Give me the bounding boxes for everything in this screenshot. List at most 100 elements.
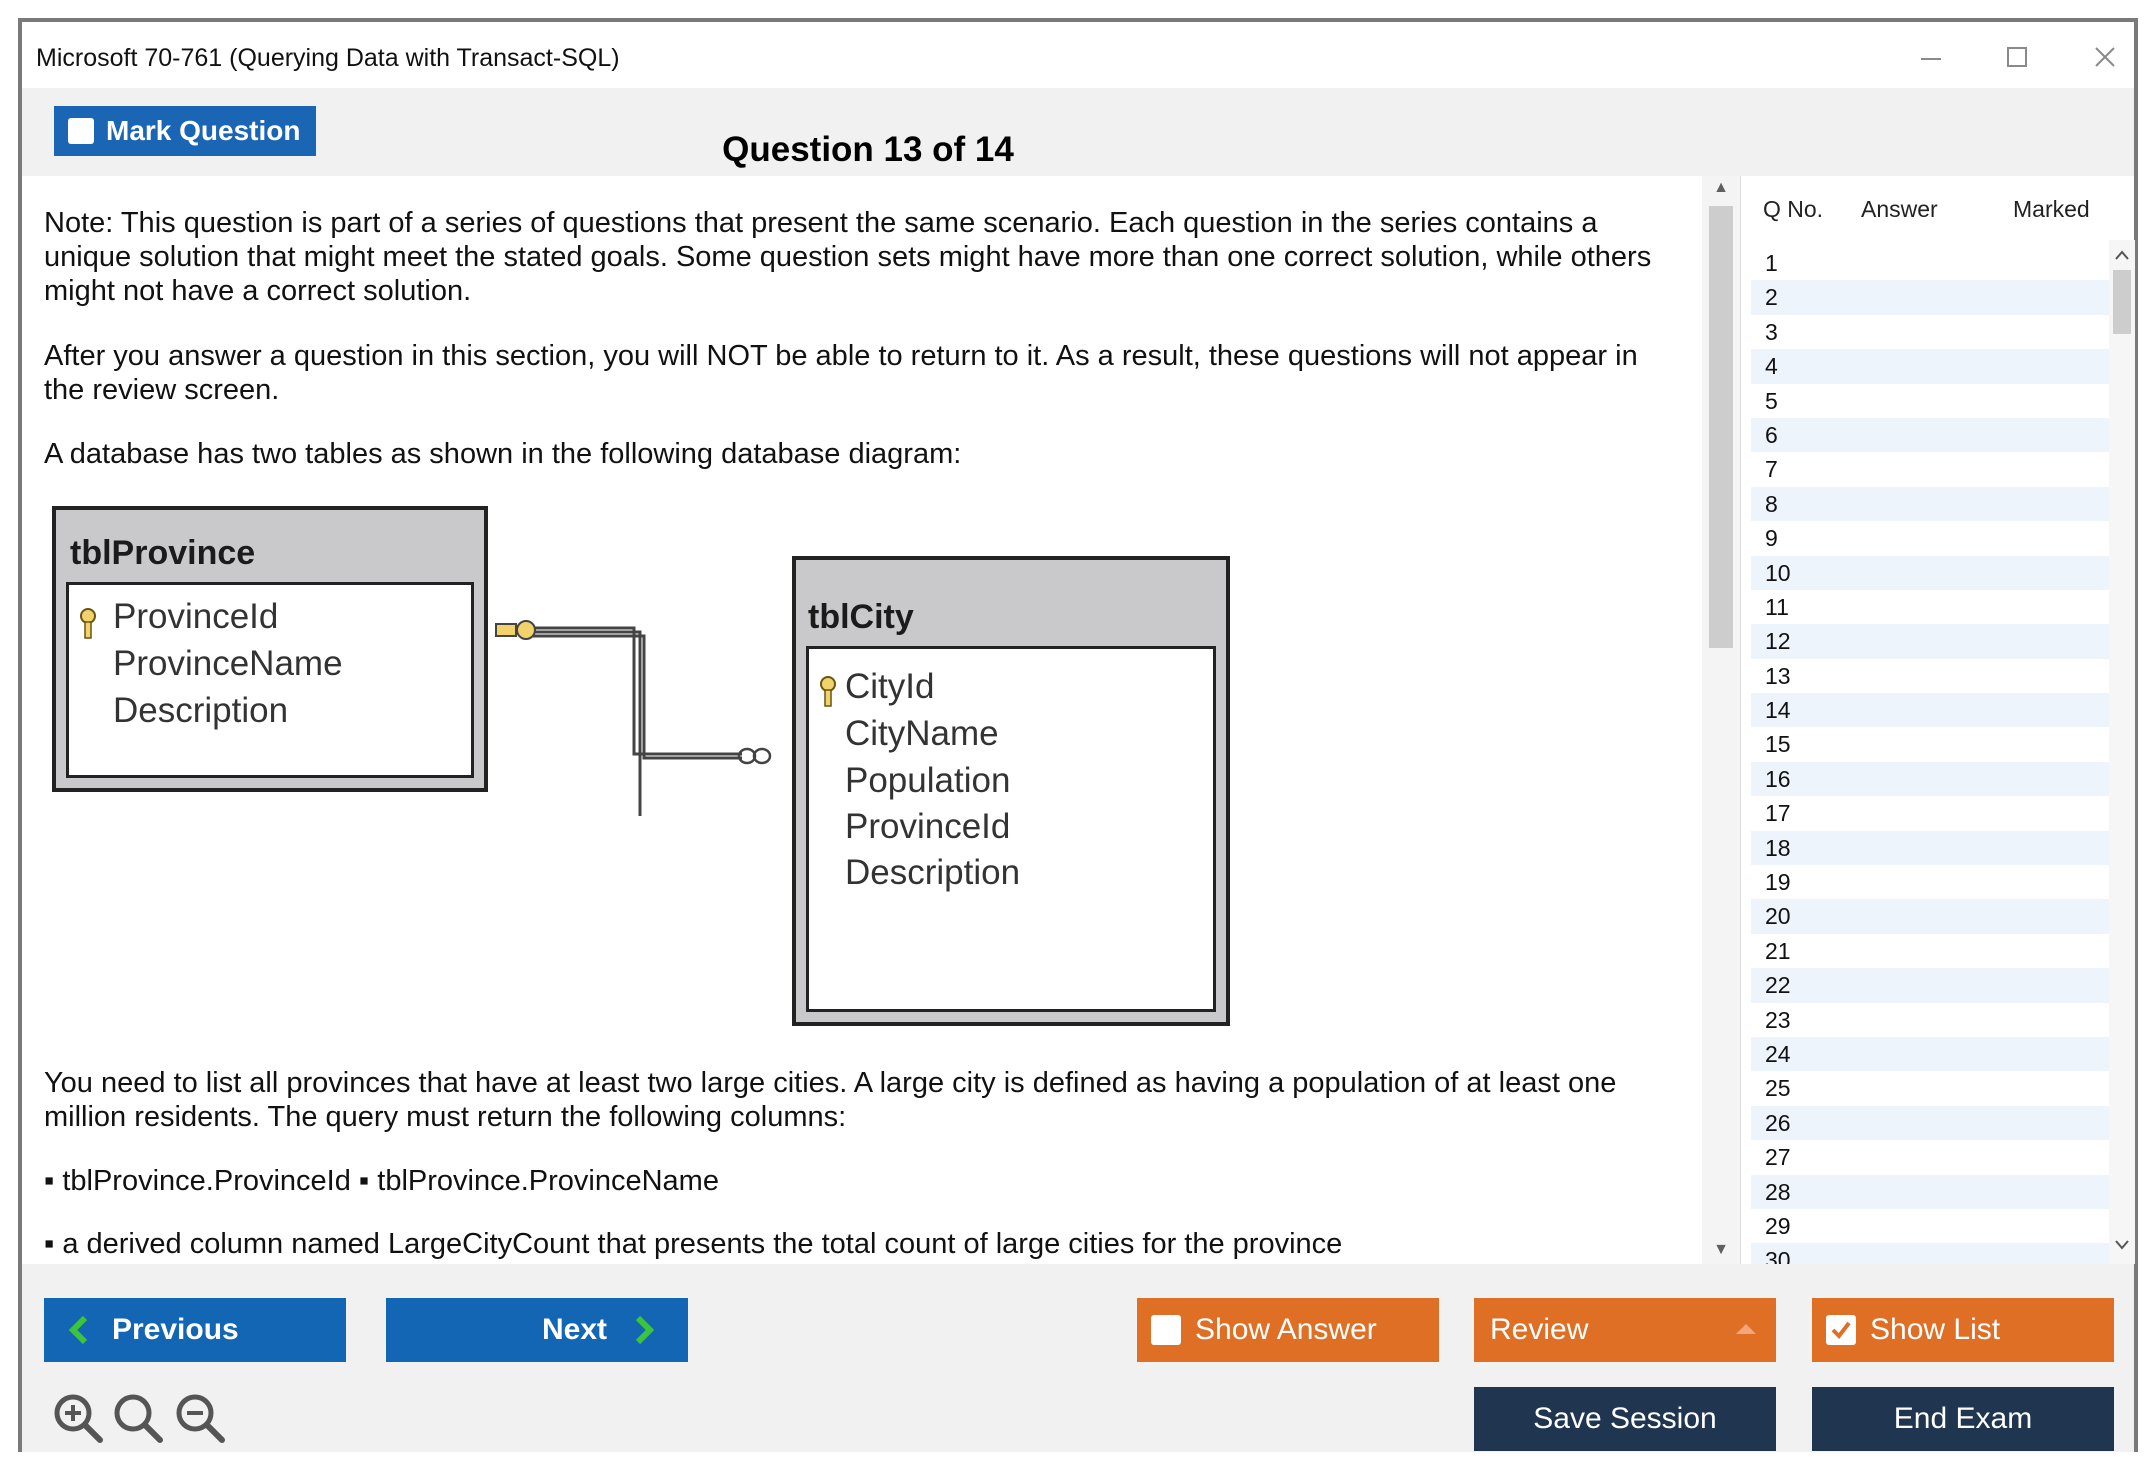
bullet-item: ▪ tblProvince.ProvinceId ▪ tblProvince.P… — [44, 1165, 719, 1197]
primary-key-icon — [80, 608, 96, 639]
question-list-row[interactable]: 17 — [1765, 800, 1791, 827]
end-exam-button[interactable]: End Exam — [1812, 1387, 2114, 1451]
chevron-right-icon — [635, 1315, 655, 1345]
exam-window: Microsoft 70-761 (Querying Data with Tra… — [18, 18, 2138, 1452]
maximize-icon[interactable] — [1992, 32, 2042, 82]
question-paragraph: After you answer a question in this sect… — [44, 340, 1638, 406]
question-list-row[interactable]: 19 — [1765, 869, 1791, 896]
field-name: ProvinceName — [113, 644, 343, 683]
end-exam-label: End Exam — [1893, 1402, 2033, 1435]
table-name: tblCity — [808, 598, 914, 636]
footer-toolbar: Previous Next Show Answer Review Show Li… — [22, 1264, 2134, 1452]
show-list-button[interactable]: Show List — [1812, 1298, 2114, 1362]
infinity-connector-icon — [737, 747, 772, 765]
table-name: tblProvince — [70, 534, 256, 572]
question-list-row[interactable]: 6 — [1751, 417, 2109, 453]
title-bar: Microsoft 70-761 (Querying Data with Tra… — [22, 22, 2134, 88]
column-header-marked: Marked — [2013, 196, 2090, 222]
question-list-row[interactable]: 5 — [1765, 387, 1778, 414]
question-list-row[interactable]: 26 — [1751, 1105, 2109, 1141]
database-diagram: tblProvince ProvinceId ProvinceName Desc… — [52, 506, 1292, 1026]
scroll-down-icon[interactable]: ▼ — [1713, 1241, 1729, 1258]
field-name: CityId — [845, 667, 935, 706]
question-list-row[interactable]: 22 — [1751, 968, 2109, 1003]
question-content: Note: This question is part of a series … — [22, 176, 1702, 1264]
review-button[interactable]: Review — [1474, 1298, 1776, 1362]
question-paragraph: Note: This question is part of a series … — [44, 207, 1652, 307]
checkbox-icon — [68, 118, 94, 144]
save-session-label: Save Session — [1533, 1402, 1717, 1435]
mark-question-button[interactable]: Mark Question — [54, 106, 316, 156]
list-scrollbar[interactable] — [2109, 240, 2135, 1264]
question-list-row[interactable]: 8 — [1751, 486, 2109, 522]
previous-label: Previous — [112, 1313, 239, 1346]
bullet-item: ▪ a derived column named LargeCityCount … — [44, 1228, 1343, 1260]
field-name: ProvinceId — [845, 807, 1011, 846]
save-session-button[interactable]: Save Session — [1474, 1387, 1776, 1451]
field-name: Description — [113, 691, 289, 730]
next-button[interactable]: Next — [386, 1298, 688, 1362]
table-fields: CityId CityName Population ProvinceId De… — [806, 646, 1216, 1012]
primary-key-icon — [820, 676, 836, 707]
table-tblcity: tblCity CityId CityName Population Provi… — [792, 556, 1230, 1026]
question-list-row[interactable]: 27 — [1765, 1144, 1791, 1171]
mark-question-label: Mark Question — [106, 115, 301, 146]
zoom-in-icon[interactable] — [50, 1390, 106, 1446]
question-list-row[interactable]: 28 — [1751, 1174, 2109, 1209]
question-list-row[interactable]: 2 — [1751, 280, 2109, 315]
field-name: CityName — [845, 714, 999, 753]
column-header-qno: Q No. — [1763, 196, 1824, 222]
window-title: Microsoft 70-761 (Querying Data with Tra… — [36, 44, 620, 72]
question-list-row[interactable]: 10 — [1751, 555, 2109, 590]
content-scrollbar[interactable]: ▲ ▼ — [1702, 176, 1740, 1264]
next-label: Next — [542, 1313, 608, 1346]
question-list-row[interactable]: 18 — [1751, 830, 2109, 866]
question-header: Mark Question Question 13 of 14 — [22, 88, 2134, 176]
field-name: Description — [845, 853, 1021, 892]
question-list-row[interactable]: 14 — [1751, 693, 2109, 728]
question-list-row[interactable]: 13 — [1765, 662, 1791, 689]
field-name: ProvinceId — [113, 597, 279, 636]
scrollbar-thumb[interactable] — [1709, 206, 1733, 648]
previous-button[interactable]: Previous — [44, 1298, 346, 1362]
question-list-row[interactable]: 4 — [1751, 349, 2109, 384]
question-list-row[interactable]: 1 — [1765, 250, 1778, 276]
scroll-up-icon[interactable]: ▲ — [1713, 179, 1729, 196]
question-list-row[interactable]: 21 — [1765, 937, 1791, 964]
show-list-label: Show List — [1870, 1313, 2001, 1346]
zoom-reset-icon[interactable] — [110, 1390, 166, 1446]
minimize-icon[interactable] — [1906, 32, 1956, 82]
show-answer-label: Show Answer — [1195, 1313, 1377, 1346]
chevron-up-icon[interactable] — [2115, 250, 2129, 260]
column-header-answer: Answer — [1861, 196, 1938, 222]
key-connector-icon — [495, 620, 536, 640]
question-list-row[interactable]: 7 — [1765, 456, 1778, 483]
question-list-row[interactable]: 15 — [1765, 731, 1791, 758]
question-list-row[interactable]: 24 — [1751, 1036, 2109, 1072]
question-paragraph: You need to list all provinces that have… — [44, 1067, 1617, 1133]
chevron-left-icon — [68, 1315, 88, 1345]
question-list-row[interactable]: 20 — [1751, 899, 2109, 934]
close-icon[interactable] — [2080, 32, 2130, 82]
question-list-row[interactable]: 12 — [1751, 624, 2109, 659]
zoom-out-icon[interactable] — [172, 1390, 228, 1446]
table-tblprovince: tblProvince ProvinceId ProvinceName Desc… — [52, 506, 488, 792]
question-list-row[interactable]: 3 — [1765, 318, 1778, 345]
scrollbar-thumb[interactable] — [2113, 270, 2131, 334]
caret-up-icon — [1736, 1324, 1756, 1334]
chevron-down-icon[interactable] — [2115, 1240, 2129, 1250]
question-list-row[interactable]: 29 — [1765, 1212, 1791, 1239]
question-list-row[interactable]: 16 — [1751, 761, 2109, 797]
question-paragraph: A database has two tables as shown in th… — [44, 438, 962, 470]
question-list-row[interactable]: 11 — [1765, 593, 1789, 620]
question-title: Question 13 of 14 — [722, 130, 1014, 169]
show-answer-button[interactable]: Show Answer — [1137, 1298, 1439, 1362]
question-list-row[interactable]: 23 — [1765, 1006, 1791, 1033]
field-name: Population — [845, 761, 1011, 800]
question-list-row[interactable]: 9 — [1765, 525, 1778, 552]
review-label: Review — [1490, 1313, 1589, 1346]
checkbox-checked-icon — [1826, 1315, 1856, 1345]
question-list-row[interactable]: 25 — [1765, 1075, 1791, 1102]
